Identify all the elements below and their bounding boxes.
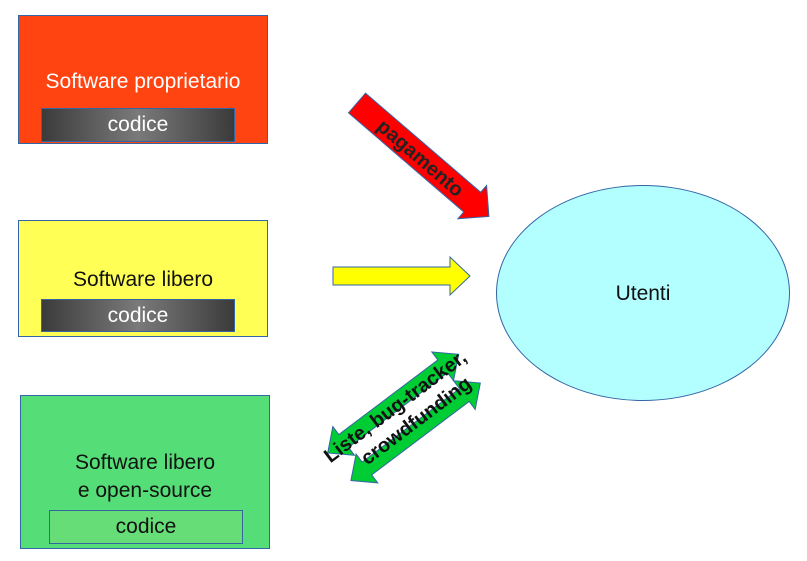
feedback-arrow-lower [350,380,481,484]
proprietary-software-title: Software proprietario [45,70,241,93]
free-software-box: Software libero codice [18,220,268,337]
payment-arrow: pagamento [347,92,490,220]
open-source-box: Software libero e open-source codice [20,395,270,549]
proprietary-software-box: Software proprietario codice [18,15,268,144]
open-source-title-line2: e open-source [77,479,213,502]
users-label: Utenti [615,282,671,305]
payment-arrow-shape [347,92,490,220]
proprietary-code-block: codice [41,108,235,142]
open-source-code-block: codice [49,510,243,544]
free-software-title: Software libero [72,268,214,291]
open-source-title-line1: Software libero [74,451,216,474]
users-ellipse: Utenti [496,185,790,401]
payment-label: pagamento [372,115,467,201]
direct-arrow [332,255,471,297]
free-code-block: codice [41,299,235,332]
feedback-double-arrow: Liste, bug-tracker, crowdfunding [320,346,481,484]
feedback-arrow-upper [327,351,460,456]
